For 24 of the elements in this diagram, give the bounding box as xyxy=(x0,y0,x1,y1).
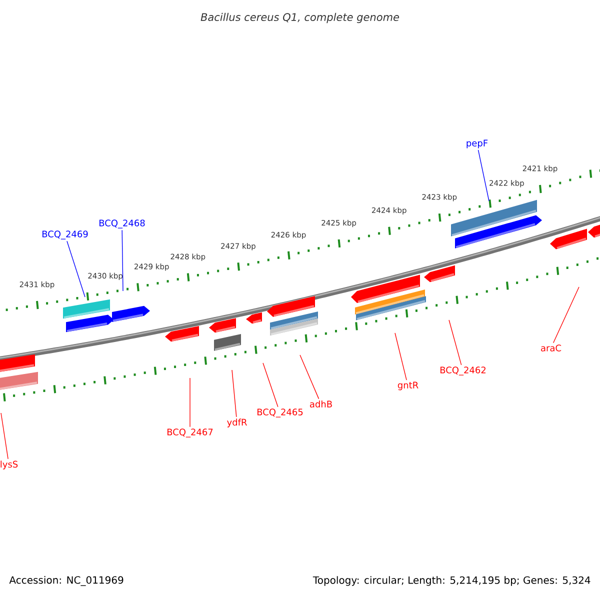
leader-line xyxy=(300,354,320,400)
gene-label: BCQ_2467 xyxy=(167,428,213,438)
gene-label: BCQ_2465 xyxy=(257,408,303,418)
gene-label: lysS xyxy=(0,460,18,470)
leader-line xyxy=(478,150,490,202)
leader-line xyxy=(448,320,462,366)
gene-label: BCQ_2462 xyxy=(440,366,486,376)
gene-label: adhB xyxy=(310,400,332,408)
genome-info-text: Topology: circular; Length: 5,214,195 bp; Genes: 5,324 xyxy=(312,576,590,586)
accession-text: Accession: NC_011969 xyxy=(9,576,124,586)
gene-label: ydfR xyxy=(227,418,247,428)
gene-label: gntR xyxy=(398,382,418,390)
leader-line xyxy=(122,230,124,292)
gene-label: BCQ_2468 xyxy=(99,220,145,228)
title: Bacillus cereus Q1, complete genome xyxy=(200,12,400,24)
gene-label: araC xyxy=(541,344,562,352)
leader-line xyxy=(262,362,278,408)
gene-label: pepF xyxy=(466,140,488,148)
leader-line xyxy=(66,240,86,298)
leader-line xyxy=(553,286,580,344)
leader-line xyxy=(394,332,407,380)
gene-label: BCQ_2469 xyxy=(42,230,88,240)
leader-line xyxy=(232,370,237,418)
leader-line xyxy=(0,412,8,460)
